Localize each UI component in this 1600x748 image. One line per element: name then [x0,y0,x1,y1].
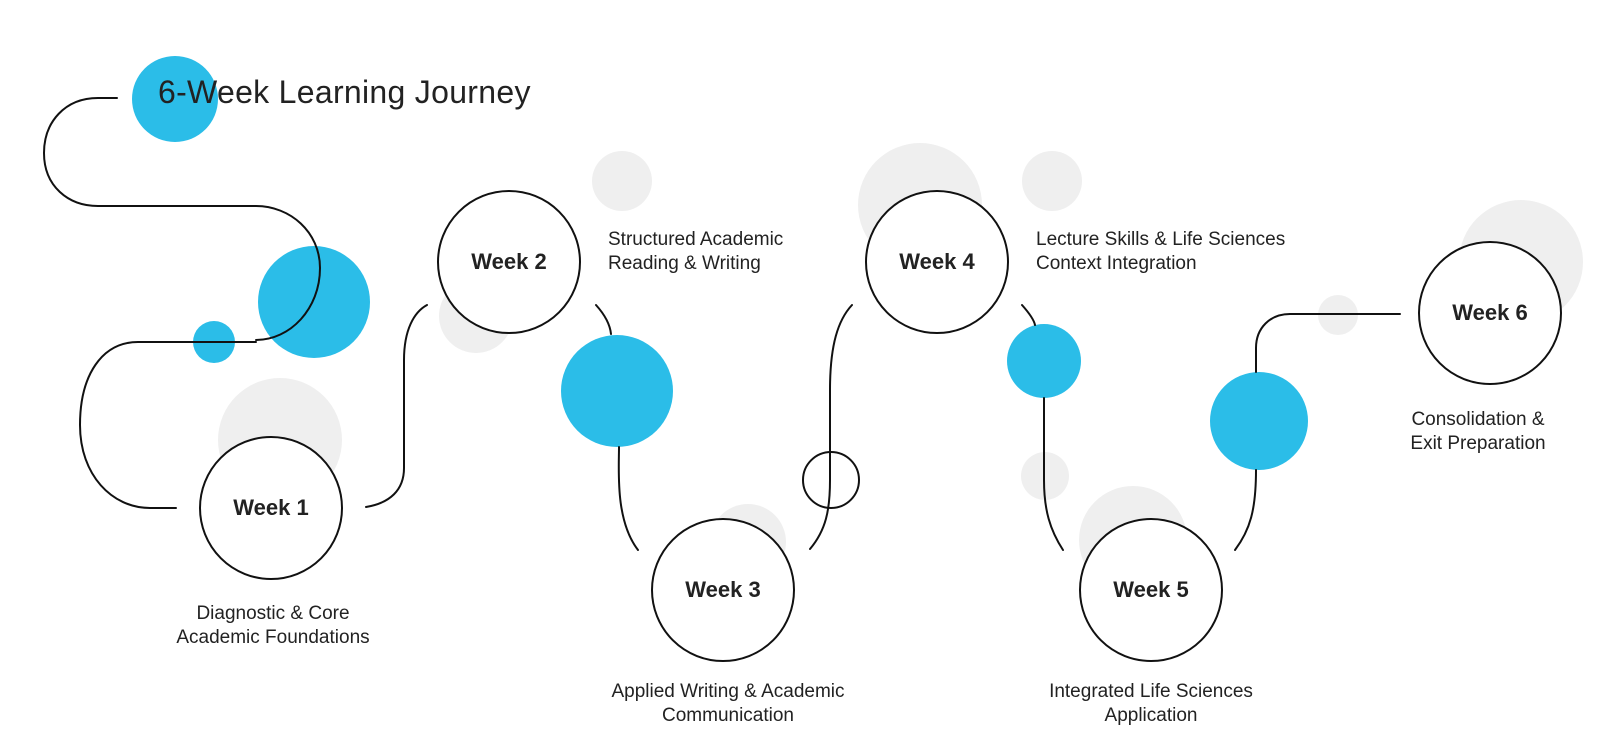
week-4-circle [865,190,1009,334]
decor-circle [1022,151,1082,211]
week-6-circle [1418,241,1562,385]
week-5-circle [1079,518,1223,662]
week-1-description: Diagnostic & Core Academic Foundations [123,602,423,650]
week-3-desc-line: Applied Writing & Academic [611,681,845,702]
decor-circle [592,151,652,211]
week-2-description: Structured Academic Reading & Writing [608,228,868,276]
week-4-description: Lecture Skills & Life Sciences Context I… [1036,228,1366,276]
connector-week4-week5 [1021,304,1064,551]
week-circles [199,190,1562,662]
connector-lines [42,97,1401,551]
week-3-circle [651,518,795,662]
week-2-desc-line: Structured Academic [608,229,784,250]
week-1-label: Week 1 [233,495,309,520]
week-4-desc-line: Context Integration [1036,253,1197,274]
accent-circle [132,56,218,142]
week-5-desc-line: Integrated Life Sciences [1049,681,1253,702]
connector-week5-week6 [1234,313,1401,551]
small-ring [802,451,860,509]
week-4-desc-line: Lecture Skills & Life Sciences [1036,229,1286,250]
week-1-circle [199,436,343,580]
week-2-label: Week 2 [471,249,547,274]
connector-week1-week2 [365,304,428,508]
week-2-desc-line: Reading & Writing [608,253,761,274]
accent-circle [561,335,673,447]
week-6-description: Consolidation & Exit Preparation [1360,408,1596,456]
week-6-desc-line: Exit Preparation [1410,433,1546,454]
page-title: 6-Week Learning Journey [158,74,531,110]
accent-circle [1210,372,1308,470]
accent-circle [258,246,370,358]
week-5-description: Integrated Life Sciences Application [1001,680,1301,728]
week-5-desc-line: Application [1104,705,1198,726]
week-1-desc-line: Academic Foundations [176,627,370,648]
week-3-description: Applied Writing & Academic Communication [553,680,903,728]
week-3-label: Week 3 [685,577,761,602]
week-5-label: Week 5 [1113,577,1189,602]
week-6-label: Week 6 [1452,300,1528,325]
week-2-circle [437,190,581,334]
connector-to-week1 [78,341,257,509]
week-4-label: Week 4 [899,249,975,274]
connector-week3-week4 [809,304,853,550]
week-6-desc-line: Consolidation & [1411,409,1545,430]
connector-week2-week3 [595,304,639,551]
week-1-desc-line: Diagnostic & Core [196,603,350,624]
connector-top-curve [42,97,322,341]
week-3-desc-line: Communication [662,705,794,726]
accent-circles [132,56,1308,470]
accent-circle [1007,324,1081,398]
